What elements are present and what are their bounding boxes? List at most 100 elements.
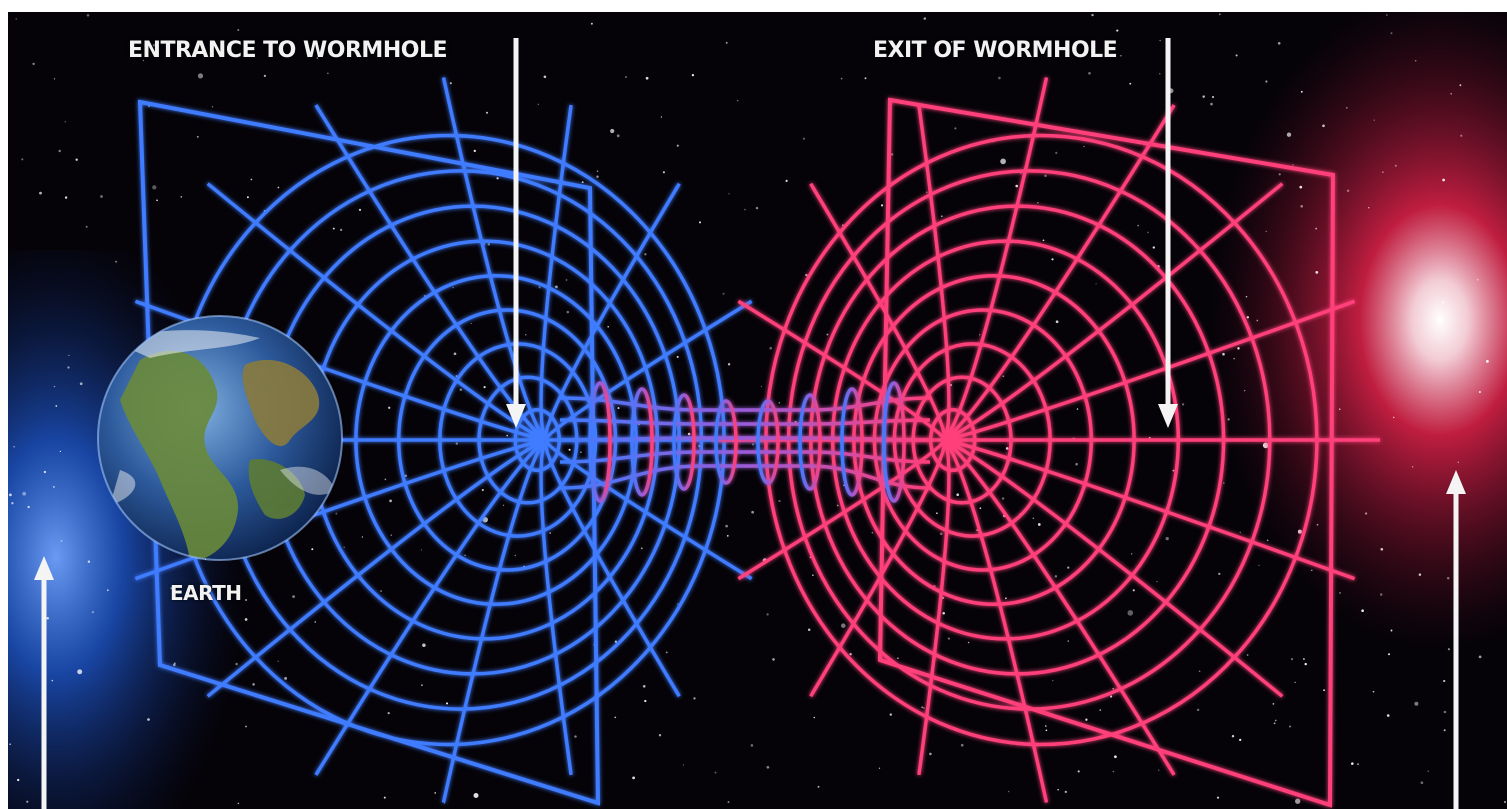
star <box>1133 589 1135 591</box>
star <box>744 209 746 211</box>
star <box>54 386 55 387</box>
star <box>1159 40 1161 42</box>
star <box>1005 597 1007 599</box>
star <box>677 145 679 147</box>
star <box>699 221 701 223</box>
star <box>1428 770 1429 771</box>
star <box>1129 83 1131 85</box>
star <box>940 532 943 535</box>
star <box>1218 573 1220 575</box>
star <box>88 560 90 562</box>
star <box>1387 714 1390 717</box>
star <box>1015 185 1018 188</box>
star <box>39 192 42 195</box>
star <box>1202 95 1204 97</box>
star <box>1346 107 1347 108</box>
star <box>1056 320 1059 323</box>
star <box>659 734 661 736</box>
star <box>1223 482 1224 483</box>
star <box>1237 347 1239 349</box>
star <box>737 100 738 101</box>
star <box>1055 575 1057 577</box>
star <box>1300 205 1303 208</box>
star <box>1317 524 1319 526</box>
star <box>421 684 423 686</box>
star <box>1442 179 1445 182</box>
star <box>1247 654 1249 656</box>
star <box>278 187 280 189</box>
star <box>968 642 970 644</box>
star <box>1033 518 1035 520</box>
star <box>388 407 390 409</box>
star <box>1298 530 1302 534</box>
star <box>1351 762 1354 765</box>
star <box>538 104 540 106</box>
star <box>384 797 386 799</box>
star <box>252 683 255 686</box>
star <box>471 323 472 324</box>
star <box>881 204 883 206</box>
star <box>55 405 57 407</box>
star <box>891 153 893 155</box>
star <box>715 772 717 774</box>
star <box>474 793 479 798</box>
star <box>1267 540 1269 542</box>
star <box>751 511 754 514</box>
star <box>77 669 82 674</box>
star <box>677 356 679 358</box>
star <box>1068 640 1069 641</box>
star <box>1046 729 1048 731</box>
star <box>786 180 788 182</box>
star <box>879 768 880 769</box>
star <box>926 192 928 194</box>
star <box>16 18 17 19</box>
star <box>538 286 540 288</box>
star <box>1052 680 1053 681</box>
star <box>849 653 851 655</box>
star <box>1116 30 1118 32</box>
star <box>1279 173 1281 175</box>
star <box>434 792 436 794</box>
star <box>26 801 28 803</box>
star <box>683 764 684 765</box>
star <box>59 150 61 152</box>
star <box>772 658 775 661</box>
star <box>544 75 547 78</box>
star <box>1199 671 1201 673</box>
star <box>1380 593 1383 596</box>
earth-globe <box>98 316 342 560</box>
star <box>152 185 156 189</box>
star <box>245 599 247 601</box>
star <box>245 618 248 621</box>
star <box>54 78 55 79</box>
star <box>1393 417 1395 419</box>
star <box>688 433 691 436</box>
star <box>666 651 668 653</box>
star <box>1075 463 1078 466</box>
star <box>980 507 982 509</box>
star <box>591 23 593 25</box>
star <box>32 63 34 65</box>
star <box>1339 592 1341 594</box>
star <box>1236 54 1238 56</box>
star <box>643 685 646 688</box>
star <box>1128 610 1134 616</box>
star <box>245 726 247 728</box>
star <box>1380 548 1383 551</box>
star <box>156 199 158 201</box>
star <box>484 386 486 388</box>
star <box>1037 202 1039 204</box>
star <box>1227 418 1229 420</box>
star <box>380 590 382 592</box>
star <box>727 535 729 537</box>
star <box>897 658 898 659</box>
star <box>389 500 392 503</box>
star <box>452 287 454 289</box>
star <box>17 779 19 781</box>
star <box>238 803 240 805</box>
star <box>1365 512 1367 514</box>
star <box>941 215 943 217</box>
star <box>1113 771 1115 773</box>
star <box>841 78 843 80</box>
